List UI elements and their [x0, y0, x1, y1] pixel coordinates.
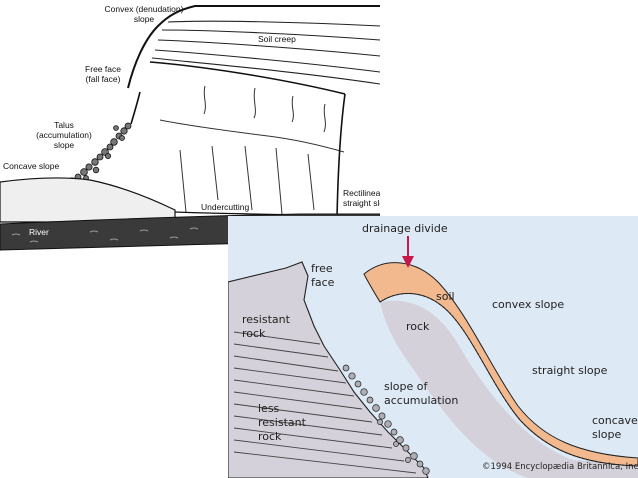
label-slope-of-2: accumulation: [384, 394, 458, 407]
free-face-cliff: [131, 92, 140, 124]
label-rectilinear-1: Rectilinear or: [343, 188, 380, 198]
label-talus-2: (accumulation): [36, 130, 92, 140]
label-less-3: rock: [258, 430, 282, 443]
label-concave-1: concave: [592, 414, 638, 427]
copyright-notice: ©1994 Encyclopædia Britannica, Inc.: [482, 462, 638, 472]
britannica-slope-svg: drainage divide free face soil convex sl…: [228, 216, 638, 478]
label-straight-slope: straight slope: [532, 364, 608, 377]
concave-slope-ground: [0, 178, 175, 222]
label-convex-1: Convex (denudation): [105, 4, 184, 14]
soil-creep-layers: [152, 21, 380, 84]
label-soil-creep: Soil creep: [258, 34, 296, 44]
label-resistant-1: resistant: [242, 313, 291, 326]
label-concave-slope: Concave slope: [3, 161, 60, 171]
label-drainage-divide: drainage divide: [362, 222, 448, 235]
label-concave-2: slope: [592, 428, 621, 441]
label-free-2: face: [311, 276, 335, 289]
label-talus-1: Talus: [54, 120, 74, 130]
label-undercutting: Undercutting: [201, 202, 249, 212]
label-rock: rock: [406, 320, 430, 333]
label-free-face-1: Free face: [85, 64, 121, 74]
label-soil: soil: [436, 290, 455, 303]
label-less-1: less: [258, 402, 280, 415]
label-free-face-2: (fall face): [86, 74, 121, 84]
label-resistant-2: rock: [242, 327, 266, 340]
label-rectilinear-2: straight slope: [343, 198, 380, 208]
label-convex-slope: convex slope: [492, 298, 564, 311]
label-talus-3: slope: [54, 140, 75, 150]
rock-face-cracks: [160, 86, 344, 214]
label-less-2: resistant: [258, 416, 307, 429]
label-slope-of-1: slope of: [384, 380, 428, 393]
britannica-slope-diagram: drainage divide free face soil convex sl…: [228, 216, 638, 478]
label-river: River: [29, 227, 49, 237]
label-convex-2: slope: [134, 14, 155, 24]
label-free-1: free: [311, 262, 333, 275]
rock-top-edge: [150, 62, 345, 94]
